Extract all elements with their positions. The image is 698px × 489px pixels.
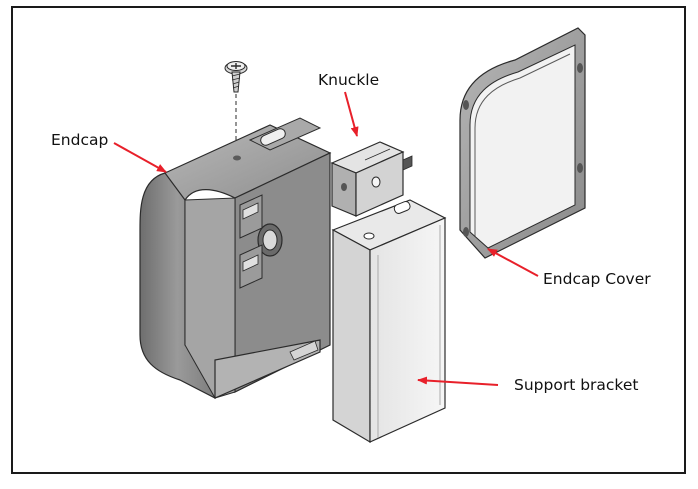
callout-arrows <box>113 91 539 386</box>
endcap-cover-part <box>459 27 586 259</box>
knuckle-arrow <box>344 91 359 137</box>
support-bracket-arrow <box>417 376 499 386</box>
endcap-cover-label: Endcap Cover <box>543 270 651 288</box>
endcap-cover-arrow <box>487 248 539 277</box>
screw <box>224 61 248 155</box>
endcap-arrow <box>113 142 167 173</box>
knuckle-label: Knuckle <box>318 71 380 89</box>
support-bracket-part <box>331 199 447 444</box>
endcap-part <box>139 117 332 399</box>
endcap-label: Endcap <box>51 131 109 149</box>
knuckle-part <box>330 141 413 217</box>
support-bracket-label: Support bracket <box>514 376 639 394</box>
